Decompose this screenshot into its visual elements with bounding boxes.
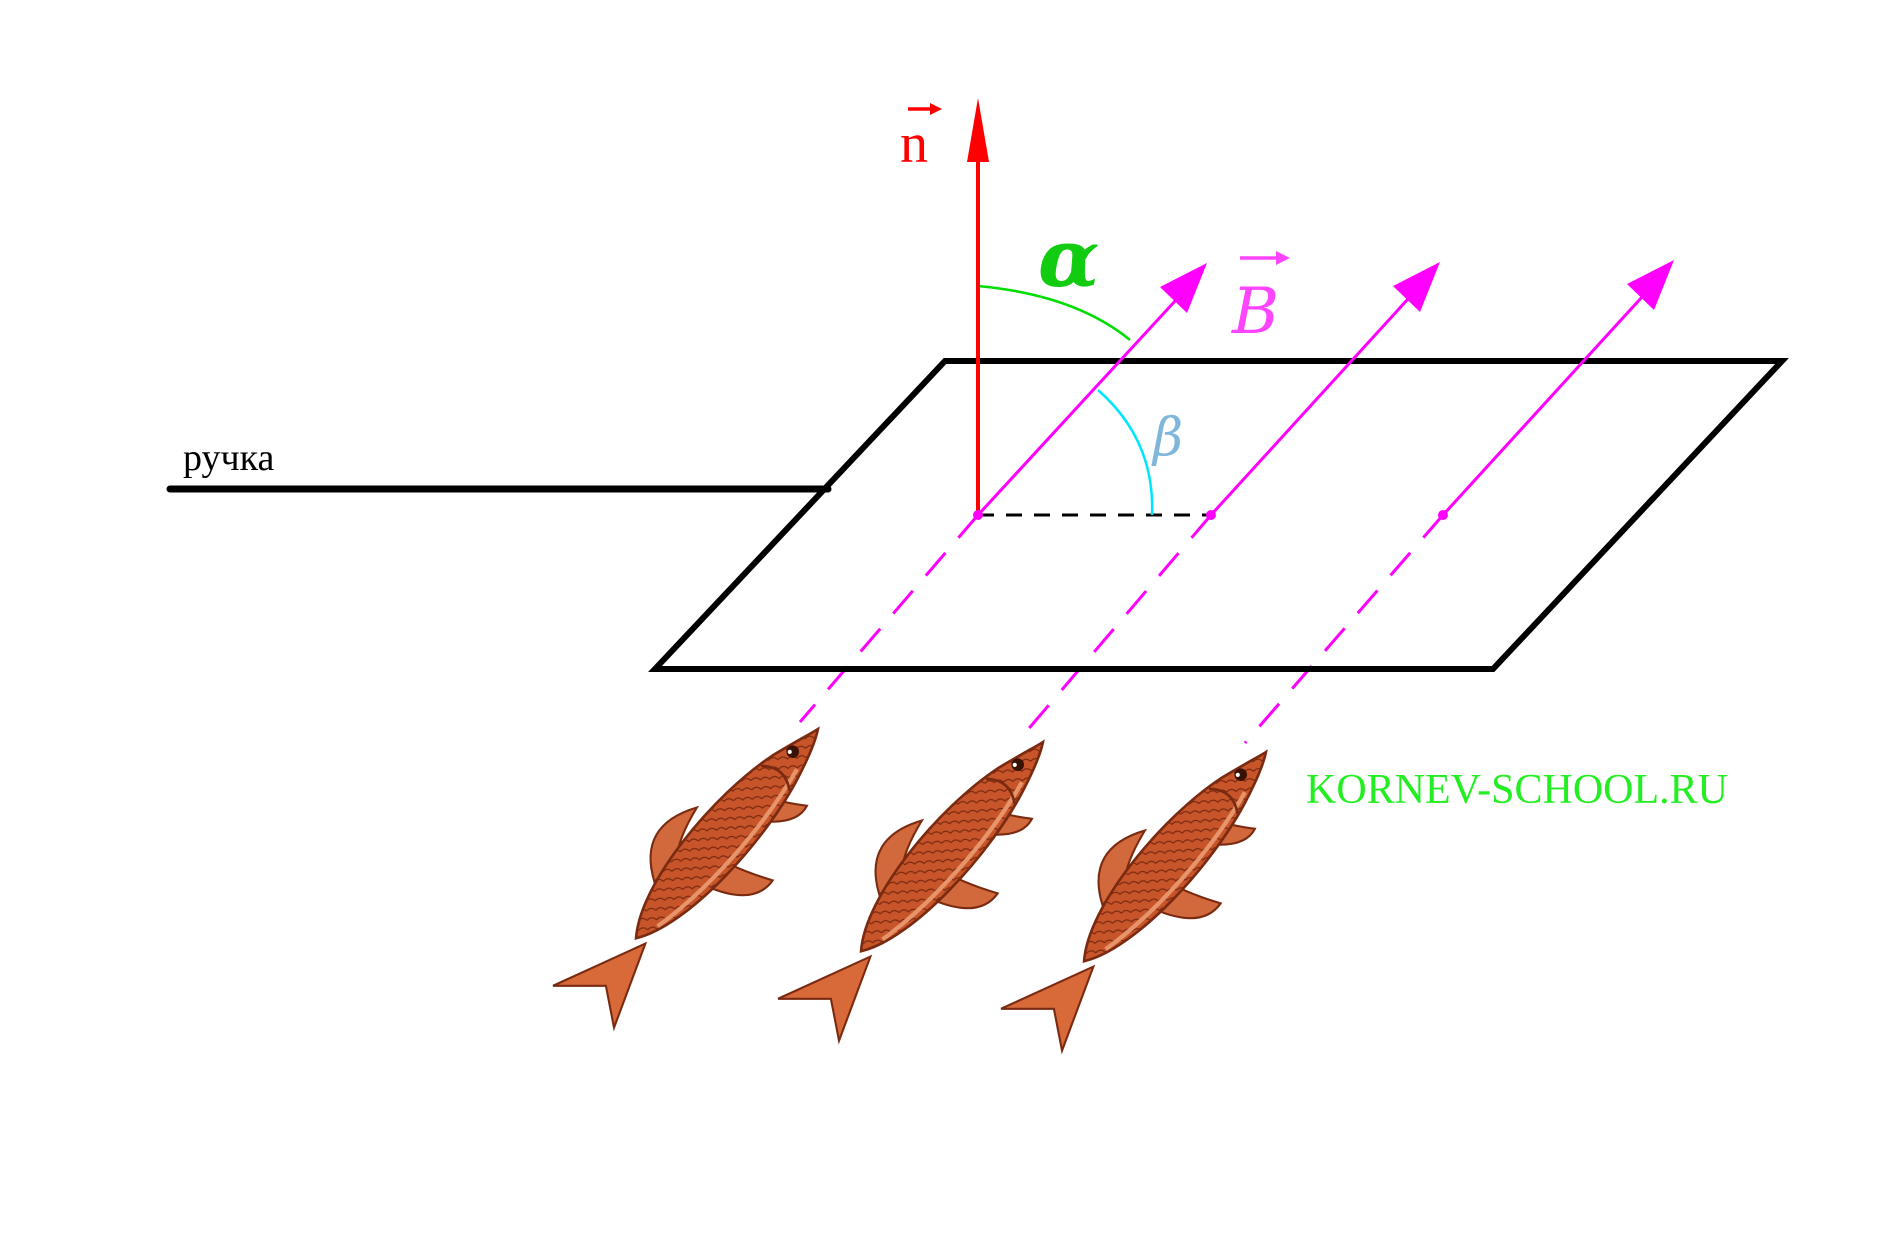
field-vector-bar-arrow-icon [1276, 251, 1290, 265]
normal-vector-label: n [900, 113, 928, 175]
fish-illustrations [537, 694, 1316, 1072]
field-line-1-arrowhead [1160, 263, 1207, 313]
field-vector-label: B [1231, 275, 1279, 349]
field-lines-solid [973, 260, 1674, 520]
alpha-label: α [1038, 211, 1100, 305]
conducting-frame [648, 358, 1789, 672]
field-line-1 [976, 286, 1189, 517]
normal-vector: n [900, 98, 989, 515]
field-point-2 [1206, 510, 1216, 520]
alpha-arc [977, 284, 1131, 341]
field-point-3 [1438, 510, 1448, 520]
field-lines-dashed [798, 514, 1445, 744]
field-line-1-dashed [798, 514, 980, 723]
handle: ручка [166, 437, 832, 493]
field-line-2-arrowhead [1393, 262, 1440, 312]
field-line-3-dashed [1243, 514, 1445, 744]
field-line-2 [1209, 286, 1420, 517]
watermark: KORNEV-SCHOOL.RU [1306, 767, 1728, 813]
beta-arc [1097, 389, 1154, 516]
normal-arrowhead [967, 98, 989, 162]
handle-label: ручка [183, 437, 274, 479]
beta-label: β [1151, 408, 1183, 468]
field-line-3 [1441, 284, 1654, 517]
field-point-1 [973, 510, 983, 520]
field-vector-label-group: B [1231, 251, 1290, 349]
field-line-3-arrowhead [1627, 260, 1674, 310]
normal-vector-bar-arrow-icon [930, 103, 942, 115]
field-line-2-dashed [1023, 514, 1213, 734]
